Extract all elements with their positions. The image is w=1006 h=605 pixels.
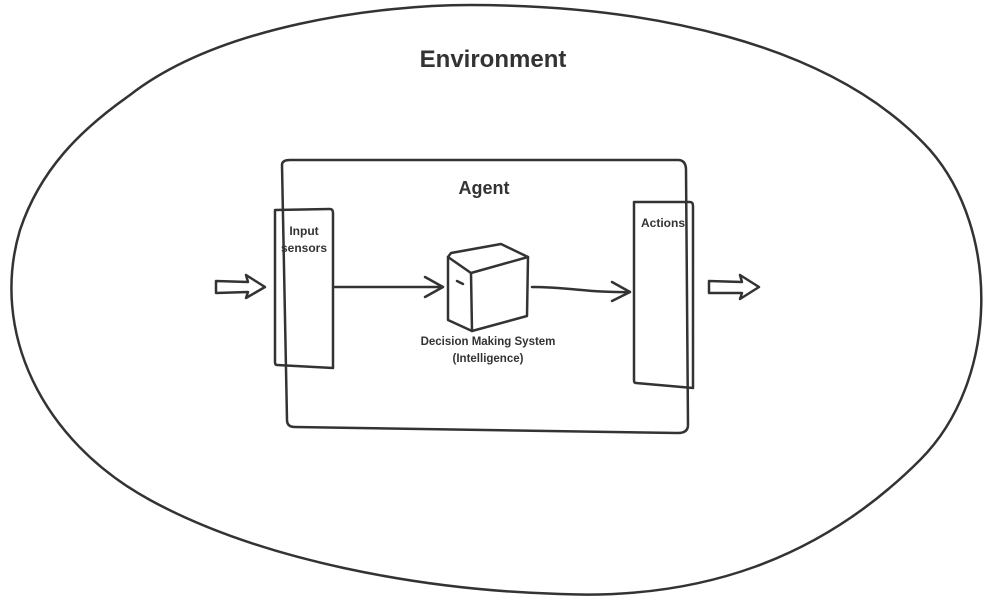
input-sensors-label: Input sensors (274, 223, 334, 257)
agent-box (280, 158, 690, 435)
input-sensors-line1: Input (289, 224, 319, 238)
agent-label: Agent (458, 178, 510, 198)
output-arrow-icon (707, 273, 761, 301)
decision-to-actions-arrow (530, 280, 632, 303)
input-sensors-box (273, 207, 335, 370)
environment-label: Environment (419, 46, 567, 73)
actions-box (632, 200, 695, 390)
decision-system-line1: Decision Making System (420, 336, 556, 348)
actions-label: Actions (640, 216, 685, 230)
input-arrow-icon (214, 273, 267, 300)
decision-system-cube-icon (446, 242, 530, 333)
decision-system-line2: (Intelligence) (452, 353, 524, 365)
decision-system-label: Decision Making System (Intelligence) (398, 334, 578, 368)
environment-ellipse (10, 3, 983, 596)
input-sensors-line2: sensors (280, 241, 328, 255)
sensors-to-decision-arrow (333, 275, 445, 299)
